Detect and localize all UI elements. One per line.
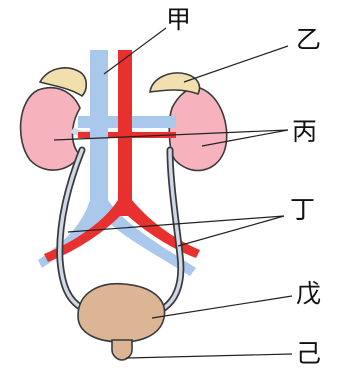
label-ding: 丁	[290, 195, 315, 224]
bladder	[78, 284, 165, 342]
leader-jia	[104, 28, 166, 74]
urethra	[112, 340, 132, 360]
label-bing: 丙	[292, 117, 317, 146]
leader-ji	[126, 354, 292, 358]
right-kidney	[169, 88, 226, 171]
left-kidney	[21, 88, 100, 170]
label-wu: 戊	[296, 279, 321, 308]
label-jia: 甲	[166, 5, 191, 34]
leader-yi	[184, 46, 288, 82]
right-adrenal-gland	[150, 73, 200, 94]
label-yi: 乙	[296, 25, 321, 54]
label-ji: 己	[296, 339, 321, 368]
